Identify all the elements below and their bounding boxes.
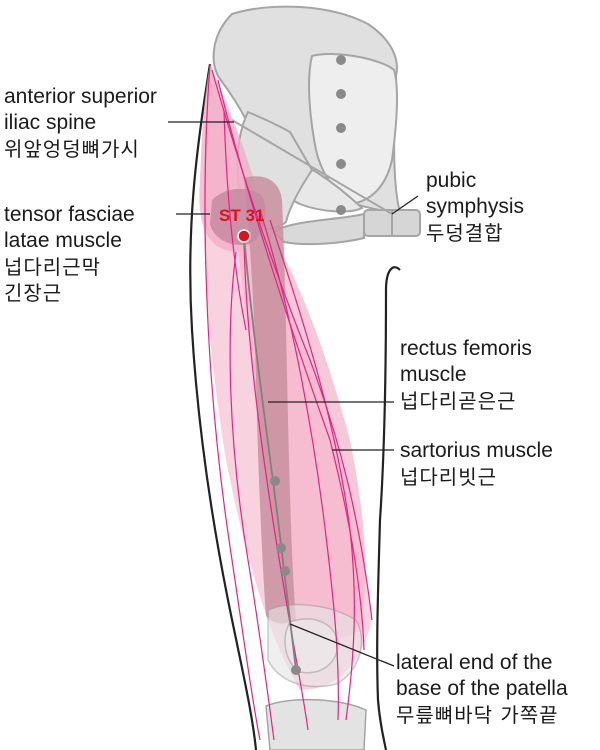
patella-label-line2: base of the patella [396,677,568,700]
muscle-layer [199,64,372,750]
meridian-point-markers [270,476,301,675]
asis-label-line1: anterior superior [4,85,157,108]
pubic-label-korean: 두덩결합 [426,221,504,245]
thigh-outline [189,63,401,750]
tibia-head [265,698,367,750]
muscle-fiber-lines [204,63,373,741]
tfl-label-line1: tensor fasciae [4,203,135,226]
pubic-symphysis-label: pubic symphysis 두덩결합 [426,168,524,246]
tfl-label-korean-2: 긴장근 [4,281,63,305]
stomach-meridian-line [243,235,297,671]
leader-lines [168,121,419,667]
asis-label-line2: iliac spine [4,111,97,134]
rectus-label-korean: 넙다리곧은근 [400,389,517,413]
asis-label: anterior superior iliac spine 위앞엉덩뼈가시 [4,84,157,162]
pelvis-bone [212,5,421,246]
pubic-label-line2: symphysis [426,195,525,218]
st31-acupoint-label: ST 31 [219,206,265,225]
patella-label-korean: 무릎뼈바닥 가쪽끝 [396,703,559,727]
pubic-label-line1: pubic [426,169,477,192]
sartorius-label-line1: sartorius muscle [400,439,553,462]
asis-label-korean: 위앞엉덩뼈가시 [4,137,140,161]
spine-markers [336,55,346,215]
tfl-label: tensor fasciae latae muscle 넙다리근막 긴장근 [4,202,135,306]
inguinal-ligament [231,119,393,215]
rectus-femoris-label: rectus femoris muscle 넙다리곧은근 [400,336,532,414]
tfl-label-line2: latae muscle [4,229,122,252]
tfl-label-korean-1: 넙다리근막 [4,255,101,279]
st31-acupoint-marker [237,229,251,243]
patella-base-label: lateral end of the base of the patella 무… [396,650,568,728]
sartorius-label-korean: 넙다리빗근 [400,465,497,489]
patella [284,618,339,674]
sartorius-label: sartorius muscle 넙다리빗근 [400,438,553,490]
patella-label-line1: lateral end of the [396,651,553,674]
rectus-label-line2: muscle [400,363,467,386]
rectus-label-line1: rectus femoris [400,337,532,360]
